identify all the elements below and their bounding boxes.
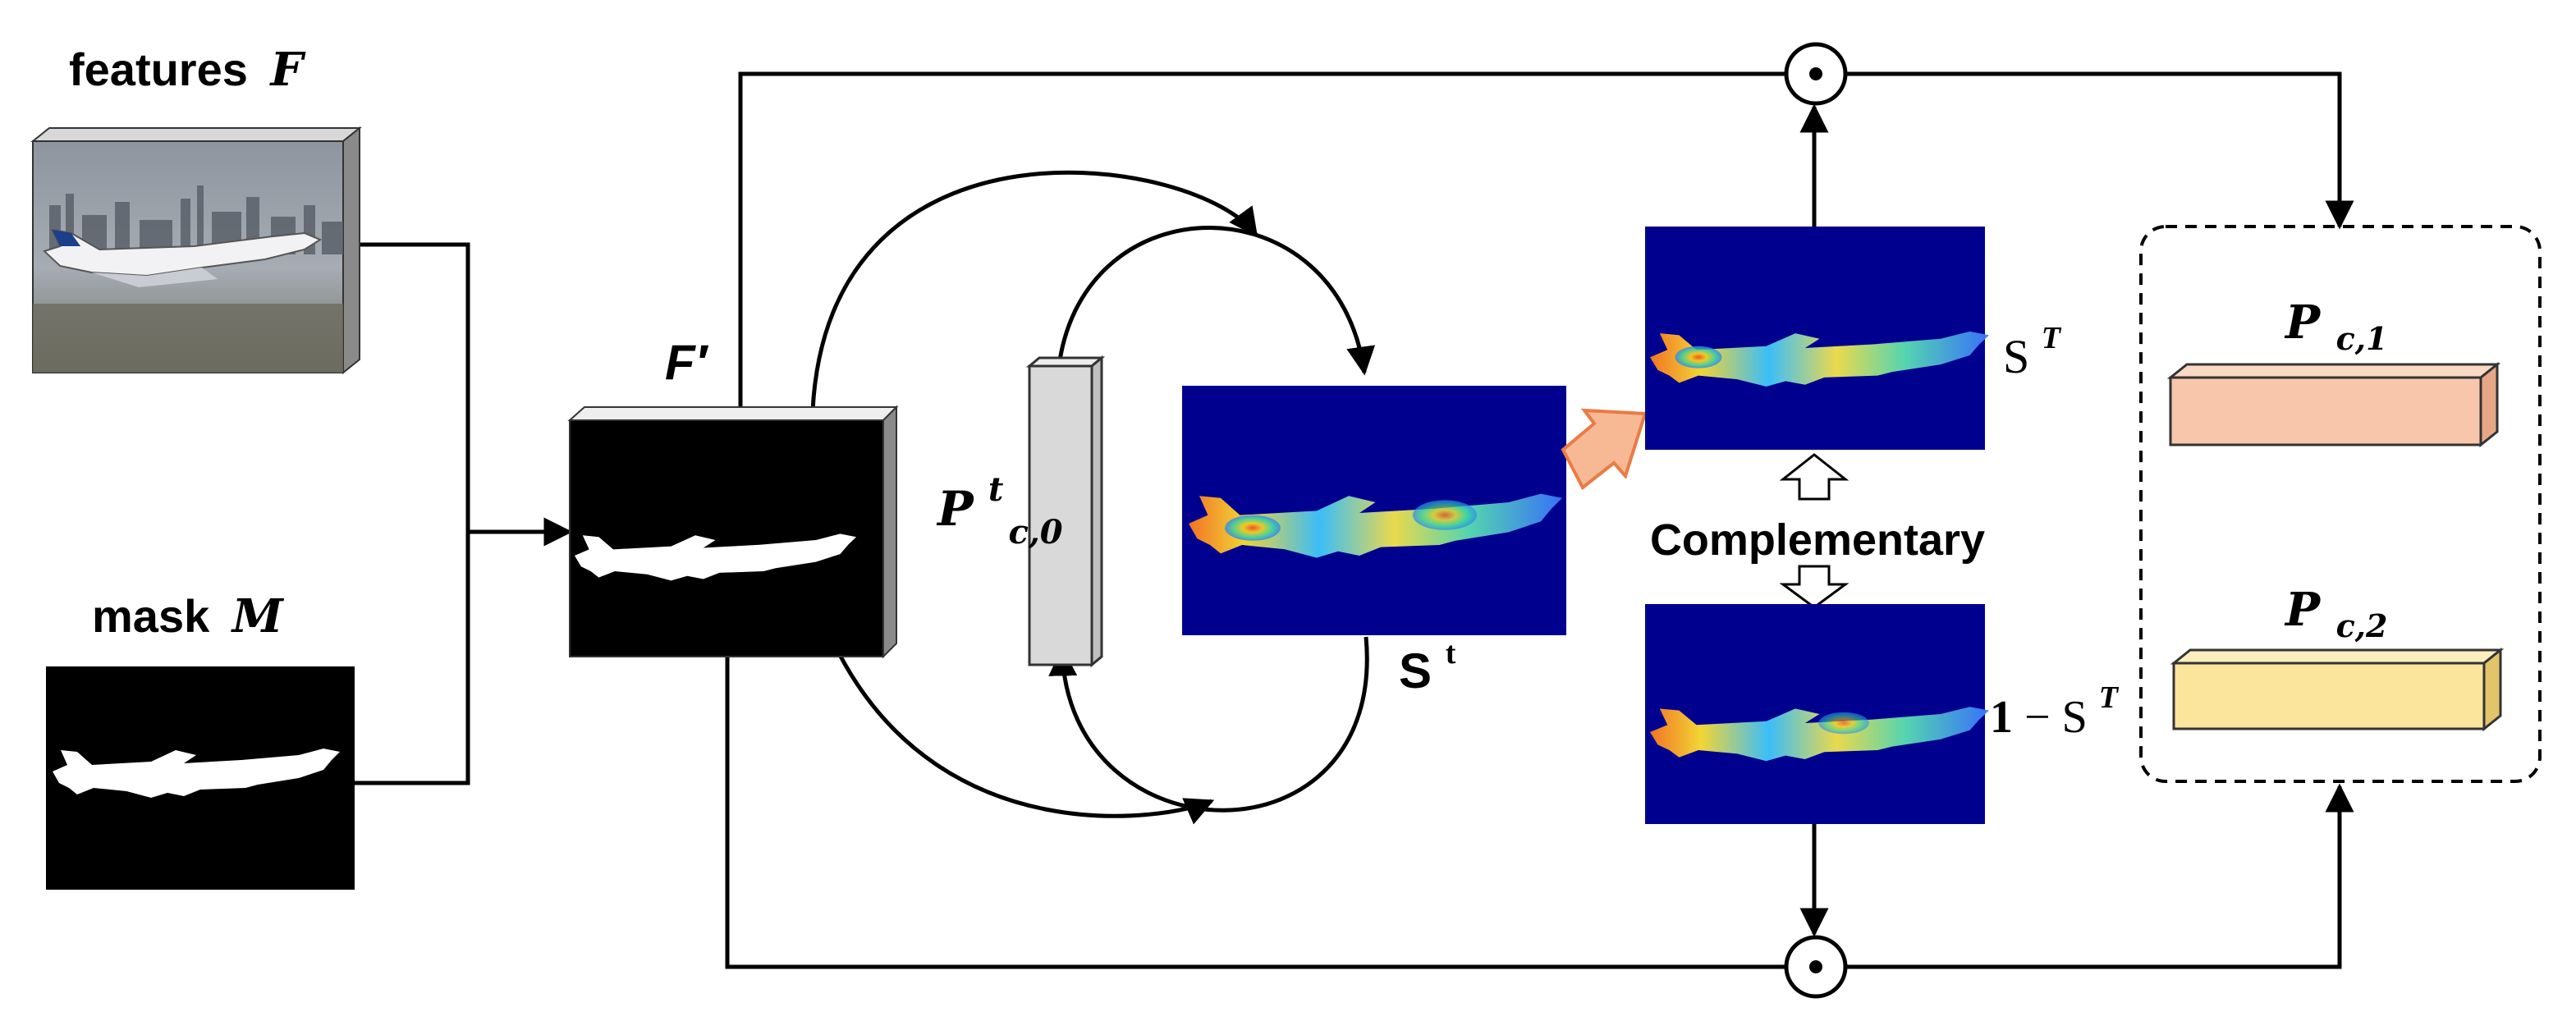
complementary-down-arrow <box>1779 565 1849 609</box>
sT-label: S T <box>2003 321 2062 383</box>
sT-heatmap <box>1645 227 1989 450</box>
complementary-up-arrow <box>1779 453 1849 501</box>
fprime-bottom-line <box>725 657 1786 969</box>
features-image <box>30 126 362 375</box>
top-dot-to-p1-line <box>1847 71 2354 230</box>
features-label: features F <box>69 43 306 97</box>
st-label: S t <box>1399 636 1456 698</box>
fprime-top-line <box>738 71 1786 407</box>
mask-label: mask M <box>92 589 285 643</box>
connection-lines <box>355 71 2354 969</box>
one-minus-sT-label: 1 − S T <box>1990 680 2120 743</box>
prototype-label: P t c,0 <box>936 456 1063 552</box>
prototype-to-st-inner-top-curve <box>1057 226 1376 376</box>
features-to-merge-line <box>355 242 470 532</box>
st-heatmap <box>1182 386 1566 635</box>
mask-image <box>46 666 355 890</box>
mask-to-merge-line <box>355 532 470 785</box>
fprime-to-prototype-outer-bottom-curve <box>837 652 1215 825</box>
prototype-p1-bar <box>2166 361 2501 448</box>
bottom-dot-to-p2-line <box>1847 783 2354 969</box>
fprime-label: F′ <box>665 335 709 390</box>
fprime-to-st-outer-top-curve <box>810 170 1258 411</box>
fprime-block <box>567 405 899 659</box>
p2-label: P c,2 <box>2284 583 2387 644</box>
multiply-nodes <box>1784 42 1848 999</box>
one-minus-sT-heatmap <box>1645 604 1989 824</box>
p1-label: P c,1 <box>2284 295 2387 357</box>
output-prototypes-container <box>2139 225 2542 783</box>
labels: features F mask M F′ P t c,0 S t S T Com… <box>69 43 2387 743</box>
prototype-p2-bar <box>2170 647 2505 732</box>
prototype-column <box>1025 355 1106 668</box>
complementary-label: Complementary <box>1650 515 1985 565</box>
st-to-prototype-inner-bottom-curve <box>1048 636 1369 813</box>
complementary-arrows <box>1779 453 1849 609</box>
transfer-arrow <box>1561 408 1648 491</box>
